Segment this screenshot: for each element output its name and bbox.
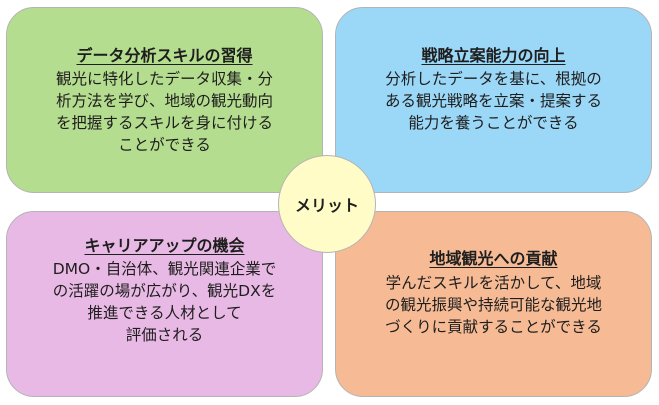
- card-description-line: 能力を養うことができる: [408, 114, 579, 132]
- card-description-line: 学んだスキルを活かして、地域: [385, 274, 602, 292]
- card-description-line: 析方法を学び、地域の観光動向: [55, 92, 273, 110]
- card-description-line: DMO・自治体、観光関連企業で: [52, 260, 277, 278]
- card-description: 学んだスキルを活かして、地域 の観光振興や持続可能な観光地 づくりに貢献すること…: [342, 272, 645, 338]
- card-description-line: の活躍の場が広がり、観光DXを: [52, 282, 277, 300]
- card-description-line: 評価される: [125, 326, 204, 344]
- card-description: 観光に特化したデータ収集・分 析方法を学び、地域の観光動向 を把握するスキルを身…: [13, 68, 316, 156]
- center-label: メリット: [294, 196, 359, 215]
- card-description-line: 推進できる人材として: [87, 304, 242, 322]
- card-title: データ分析スキルの習得: [76, 46, 253, 65]
- card-title: 地域観光への貢献: [429, 249, 558, 268]
- card-title: キャリアアップの機会: [84, 236, 245, 255]
- card-description-line: を把握するスキルを身に付ける: [55, 114, 273, 132]
- center-circle: メリット: [278, 155, 376, 253]
- card-description: 分析したデータを基に、根拠の ある観光戦略を立案・提案する 能力を養うことができ…: [342, 68, 645, 134]
- card-title: 戦略立案能力の向上: [421, 46, 566, 65]
- benefit-card-strategy-planning: 戦略立案能力の向上 分析したデータを基に、根拠の ある観光戦略を立案・提案する …: [335, 7, 652, 193]
- card-description-line: 分析したデータを基に、根拠の: [385, 70, 602, 88]
- card-description-line: の観光振興や持続可能な観光地: [384, 296, 602, 314]
- benefit-card-data-analysis: データ分析スキルの習得 観光に特化したデータ収集・分 析方法を学び、地域の観光動…: [6, 7, 323, 193]
- benefit-card-career-opportunity: キャリアアップの機会 DMO・自治体、観光関連企業で の活躍の場が広がり、観光D…: [6, 211, 323, 397]
- card-description-line: ある観光戦略を立案・提案する: [384, 92, 602, 110]
- benefit-card-regional-contribution: 地域観光への貢献 学んだスキルを活かして、地域 の観光振興や持続可能な観光地 づ…: [335, 211, 652, 397]
- card-description-line: ことができる: [118, 136, 211, 154]
- card-description-line: 観光に特化したデータ収集・分: [55, 70, 273, 88]
- card-description-line: づくりに貢献することができる: [385, 318, 602, 336]
- card-description: DMO・自治体、観光関連企業で の活躍の場が広がり、観光DXを 推進できる人材と…: [13, 258, 316, 346]
